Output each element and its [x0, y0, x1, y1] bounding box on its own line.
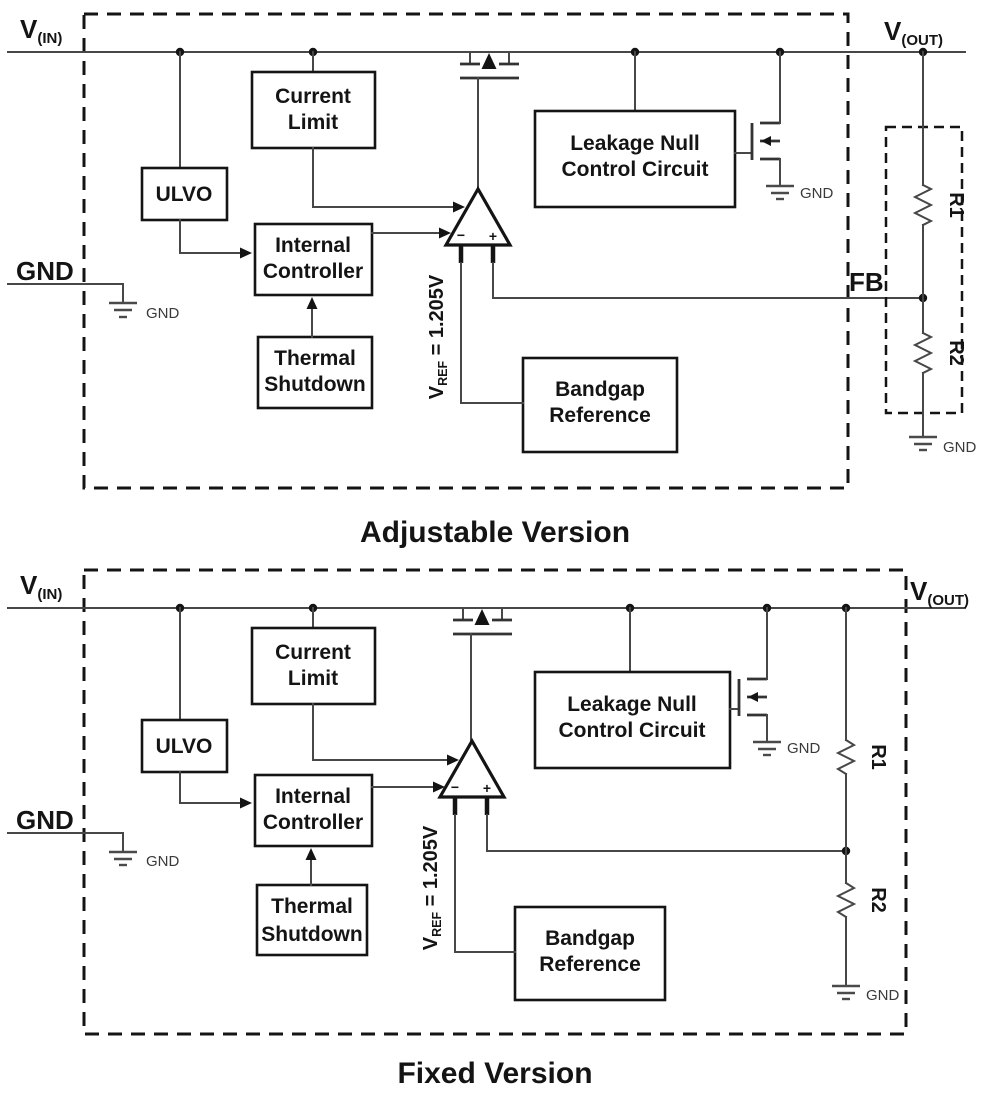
svg-text:Limit: Limit — [288, 667, 338, 690]
svg-text:Internal: Internal — [275, 234, 351, 257]
gnd-pin-label: GND — [16, 256, 74, 286]
opamp-minus-sign: − — [451, 779, 459, 795]
ground-label-input: GND — [146, 853, 180, 870]
svg-text:Reference: Reference — [539, 953, 641, 976]
gnd-pin: GND GND — [7, 805, 180, 870]
svg-text:Thermal: Thermal — [274, 347, 356, 370]
error-amplifier: − + — [437, 737, 507, 815]
mosfet-body-arrow-icon — [761, 136, 771, 146]
svg-text:Reference: Reference — [549, 404, 651, 427]
svg-text:Shutdown: Shutdown — [264, 373, 365, 396]
vin-label: V(IN) — [20, 14, 62, 47]
svg-text:Current: Current — [275, 85, 351, 108]
vref-label: VREF = 1.205V — [420, 825, 444, 950]
ground-label-mosfet: GND — [787, 740, 821, 757]
vout-label: V(OUT) — [910, 576, 969, 609]
ulvo-block: ULVO — [140, 718, 229, 774]
pass-mosfet — [453, 607, 512, 742]
mosfet-body-arrow-icon — [481, 53, 497, 69]
bandgap-block: Bandgap Reference — [521, 356, 679, 454]
svg-text:Internal: Internal — [275, 785, 351, 808]
internal-controller-block: Internal Controller — [253, 222, 374, 297]
internal-controller-block: Internal Controller — [253, 773, 374, 848]
ulvo-block: ULVO — [140, 166, 229, 222]
error-amplifier: − + — [443, 185, 513, 263]
leakage-mosfet: GND — [734, 51, 834, 202]
rail-drop-wires — [179, 607, 631, 721]
vout-label: V(OUT) — [884, 16, 943, 49]
connector-wires — [179, 147, 465, 338]
svg-text:Current: Current — [275, 641, 351, 664]
vin-label: V(IN) — [20, 570, 62, 603]
opamp-plus-sign: + — [489, 228, 497, 244]
ground-label-divider: GND — [943, 439, 977, 456]
svg-text:Control Circuit: Control Circuit — [562, 158, 709, 181]
ground-symbol-mosfet — [753, 740, 781, 757]
mosfet-body-arrow-icon — [748, 692, 758, 702]
r2-label: R2 — [867, 887, 889, 913]
vref-wire — [454, 814, 516, 953]
feedback-divider: R1 R2 GND — [884, 51, 977, 456]
feedback-wire — [486, 814, 847, 852]
thermal-shutdown-block: Thermal Shutdown — [256, 335, 374, 410]
svg-text:ULVO: ULVO — [156, 183, 213, 206]
gnd-pin: GND GND — [7, 256, 180, 322]
current-limit-block: Current Limit — [250, 626, 377, 706]
svg-text:Controller: Controller — [263, 811, 363, 834]
ground-label-divider: GND — [866, 987, 900, 1004]
thermal-shutdown-block: Thermal Shutdown — [255, 883, 369, 957]
leakage-null-block: Leakage Null Control Circuit — [533, 670, 732, 770]
svg-text:Control Circuit: Control Circuit — [559, 719, 706, 742]
r2-label: R2 — [945, 340, 967, 366]
svg-text:Controller: Controller — [263, 260, 363, 283]
leakage-mosfet: GND — [729, 607, 821, 757]
vref-wire — [460, 262, 524, 404]
ground-label-input: GND — [146, 305, 180, 322]
svg-text:Leakage Null: Leakage Null — [567, 693, 697, 716]
r2-resistor — [912, 331, 934, 375]
r1-resistor — [835, 738, 857, 776]
r1-label: R1 — [867, 744, 889, 770]
feedback-wire — [492, 262, 924, 299]
mosfet-body-arrow-icon — [474, 609, 490, 625]
svg-text:Bandgap: Bandgap — [545, 927, 635, 950]
rail-drop-wires — [179, 51, 636, 169]
pass-mosfet — [460, 51, 519, 190]
ic-boundary-dashed — [82, 12, 850, 490]
ground-label-mosfet: GND — [800, 185, 834, 202]
svg-text:Limit: Limit — [288, 111, 338, 134]
adjustable-version-diagram: V(IN) GND GND — [7, 12, 977, 549]
r2-resistor — [835, 881, 857, 919]
opamp-minus-sign: − — [457, 227, 465, 243]
r1-label: R1 — [945, 192, 967, 218]
ground-symbol-divider — [832, 984, 860, 1001]
current-limit-block: Current Limit — [250, 70, 377, 150]
adjustable-version-title: Adjustable Version — [360, 516, 630, 549]
svg-text:Shutdown: Shutdown — [261, 923, 362, 946]
ground-symbol-divider — [909, 435, 937, 452]
ground-symbol-input — [109, 850, 137, 867]
feedback-divider: R1 R2 GND — [832, 607, 900, 1004]
connector-wires — [179, 703, 459, 886]
fixed-version-title: Fixed Version — [397, 1057, 592, 1090]
vref-label: VREF = 1.205V — [426, 274, 450, 399]
ground-symbol-input — [109, 301, 137, 319]
leakage-null-block: Leakage Null Control Circuit — [533, 109, 737, 209]
svg-text:Thermal: Thermal — [271, 895, 353, 918]
bandgap-block: Bandgap Reference — [513, 905, 667, 1002]
gnd-pin-label: GND — [16, 805, 74, 835]
svg-text:Leakage Null: Leakage Null — [570, 132, 700, 155]
ground-symbol-mosfet — [766, 184, 794, 201]
r1-resistor — [912, 183, 934, 227]
opamp-plus-sign: + — [483, 780, 491, 796]
fb-label: FB — [849, 267, 884, 297]
svg-text:Bandgap: Bandgap — [555, 378, 645, 401]
svg-text:ULVO: ULVO — [156, 735, 213, 758]
fixed-version-diagram: V(IN) GND GND — [7, 568, 969, 1090]
